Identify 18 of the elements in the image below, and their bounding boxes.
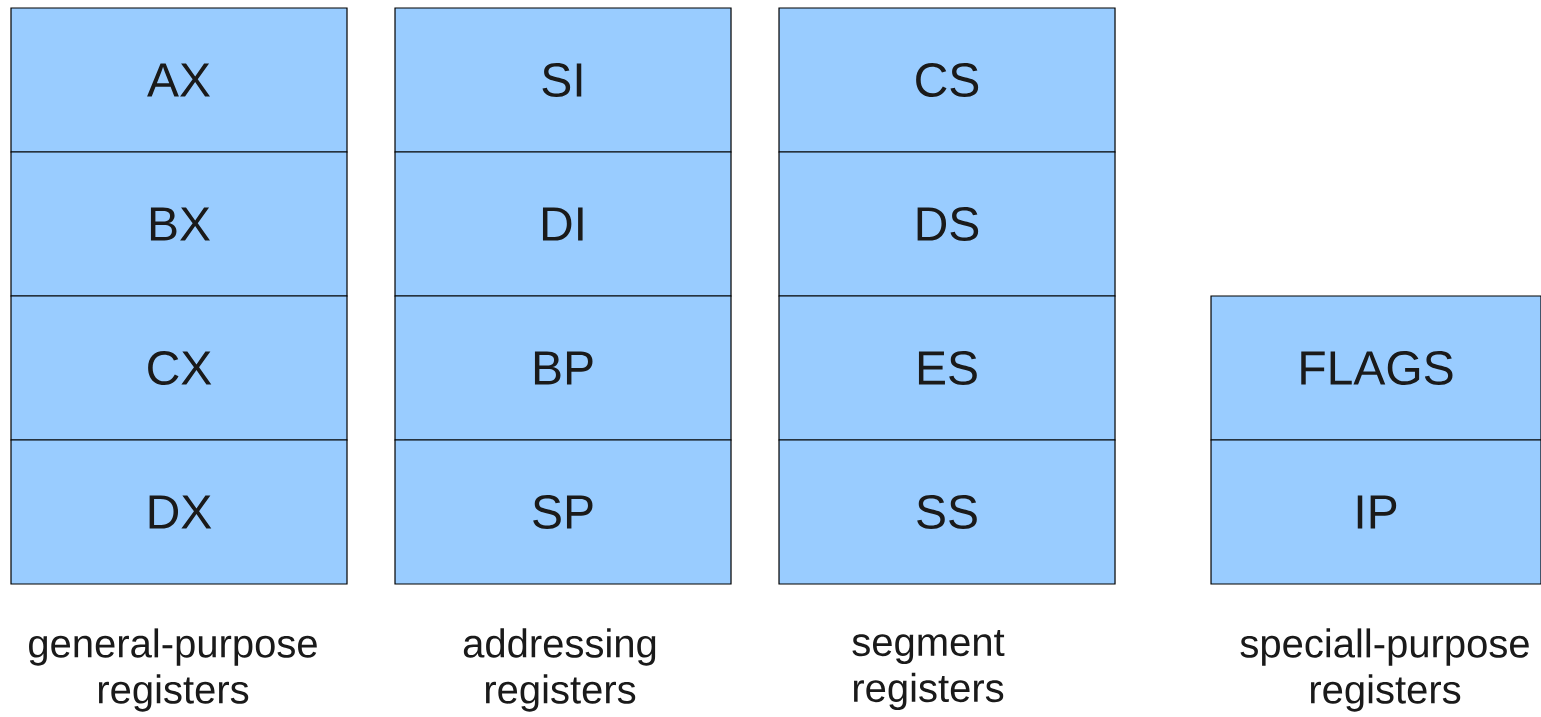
register-box: IP (1210, 439, 1541, 585)
register-box: SI (394, 7, 732, 153)
register-box: FLAGS (1210, 295, 1541, 441)
register-box: SS (778, 439, 1116, 585)
register-box: SP (394, 439, 732, 585)
register-box: DS (778, 151, 1116, 297)
group-label: general-purpose registers (29, 628, 317, 712)
group-label: speciall-purpose registers (1240, 628, 1529, 712)
register-box: DX (10, 439, 348, 585)
register-box: ES (778, 295, 1116, 441)
register-box: DI (394, 151, 732, 297)
register-box: BX (10, 151, 348, 297)
register-box: BP (394, 295, 732, 441)
register-box: CS (778, 7, 1116, 153)
group-label: segment registers (852, 629, 1005, 711)
group-label: addressing registers (463, 628, 656, 712)
register-box: CX (10, 295, 348, 441)
register-box: AX (10, 7, 348, 153)
